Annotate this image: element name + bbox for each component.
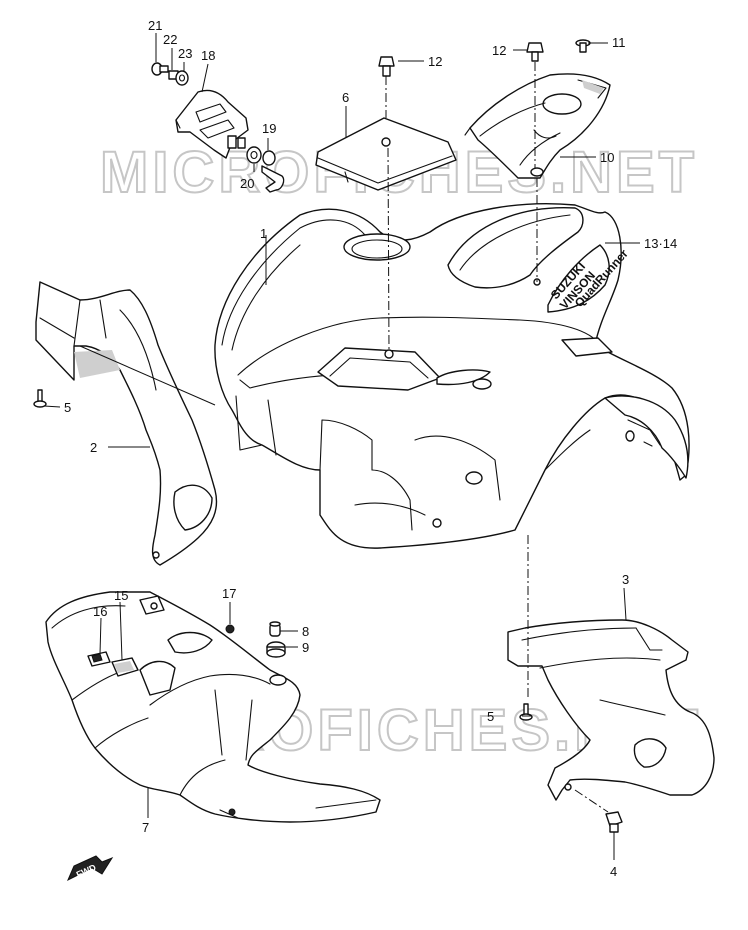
part-3-right-inner-fender	[507, 619, 715, 801]
part-20-grommet	[246, 146, 262, 164]
part-9-grommet	[266, 641, 286, 658]
callout-2: 2	[90, 440, 97, 455]
callout-8: 8	[302, 624, 309, 639]
part-19-clip	[261, 150, 285, 193]
callout-6: 6	[342, 90, 349, 105]
part-4-bolt	[605, 811, 623, 833]
callout-16: 16	[93, 604, 107, 619]
callout-1: 1	[260, 226, 267, 241]
callout-19: 19	[262, 121, 276, 136]
part-1-front-fender: SUZUKI VINSON QuadRunner	[214, 203, 690, 549]
callout-labels: 1 2 3 4 5 5 6 7 8 9 10 11 12 12 13·14 15…	[64, 18, 677, 879]
part-23-grommet	[175, 70, 189, 86]
callout-22: 22	[163, 32, 177, 47]
part-5-screw-a	[33, 389, 47, 408]
callout-12-left: 12	[428, 54, 442, 69]
callout-9: 9	[302, 640, 309, 655]
callout-7: 7	[142, 820, 149, 835]
part-2-left-inner-fender	[35, 281, 218, 566]
callout-5-right: 5	[487, 709, 494, 724]
part-10-cover	[464, 73, 611, 179]
callout-4: 4	[610, 864, 617, 879]
leader-lines	[43, 33, 640, 860]
part-12-bolt-a	[378, 56, 395, 77]
callout-17: 17	[222, 586, 236, 601]
callout-10: 10	[600, 150, 614, 165]
part-12-bolt-b	[526, 42, 544, 62]
part-6-top-panel	[315, 117, 457, 191]
callout-11: 11	[612, 35, 626, 50]
callout-13-14: 13·14	[644, 236, 677, 251]
forward-direction-arrow: FWD	[67, 855, 114, 882]
part-18-bracket	[175, 89, 249, 159]
callout-12-right: 12	[492, 43, 506, 58]
callout-3: 3	[622, 572, 629, 587]
part-17-nut	[225, 624, 235, 634]
part-11-screw	[575, 39, 591, 53]
callout-15: 15	[114, 588, 128, 603]
callout-20: 20	[240, 176, 254, 191]
callout-23: 23	[178, 46, 192, 61]
part-21-screw	[151, 62, 169, 76]
part-8-collar	[269, 621, 281, 637]
callout-5-left: 5	[64, 400, 71, 415]
callout-21: 21	[148, 18, 162, 33]
callout-18: 18	[201, 48, 215, 63]
